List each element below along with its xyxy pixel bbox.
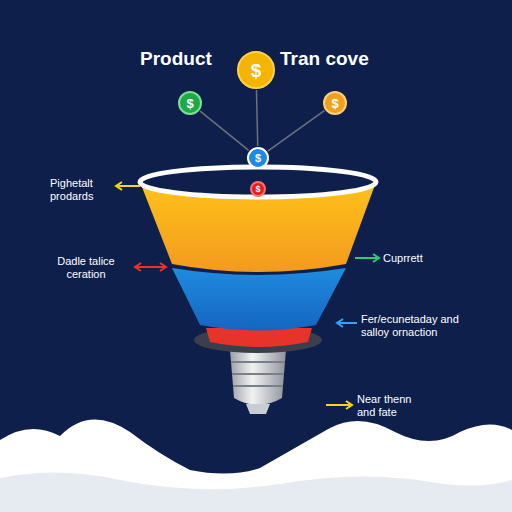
cloud-shade bbox=[0, 472, 512, 512]
blue-coin: $ bbox=[247, 147, 269, 169]
stage-label: Dadle talice ceration bbox=[40, 255, 132, 281]
coin-symbol: $ bbox=[250, 181, 266, 197]
leader-arrows bbox=[116, 182, 379, 409]
blue-band bbox=[172, 268, 346, 331]
red-band bbox=[206, 328, 312, 347]
coin-connector bbox=[256, 90, 257, 146]
coin-connector bbox=[200, 111, 249, 150]
bulb-base bbox=[230, 350, 286, 414]
title-text: Tran cove bbox=[280, 48, 369, 70]
stage-label: Near thenn and fate bbox=[357, 393, 429, 419]
title-text: Product bbox=[140, 48, 212, 70]
stage-label: Pighetalt prodards bbox=[50, 177, 112, 203]
red-coin: $ bbox=[250, 181, 266, 197]
funnel-disc bbox=[194, 327, 322, 353]
coin-symbol: $ bbox=[247, 147, 269, 169]
stage-label: Cuprrett bbox=[383, 252, 453, 265]
coin-symbol: $ bbox=[178, 91, 202, 115]
clouds bbox=[0, 419, 512, 512]
funnel-rim bbox=[140, 167, 376, 197]
orange-coin: $ bbox=[323, 91, 347, 115]
gold-coin: $ bbox=[237, 51, 275, 89]
stage-label: Fer/ecunetaday and salloy ornaction bbox=[361, 313, 489, 339]
coin-connector bbox=[268, 111, 325, 151]
yellow-band bbox=[140, 182, 376, 272]
green-coin: $ bbox=[178, 91, 202, 115]
coin-symbol: $ bbox=[237, 51, 275, 89]
coin-symbol: $ bbox=[323, 91, 347, 115]
